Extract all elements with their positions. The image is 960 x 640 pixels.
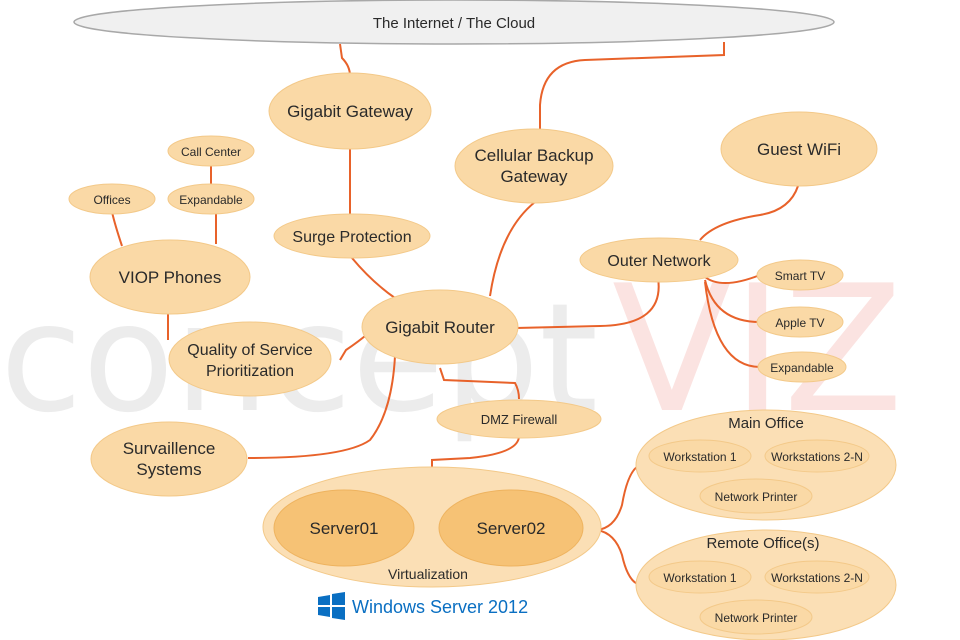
surveillance-label-2: Systems <box>136 460 201 479</box>
offices-label: Offices <box>93 193 130 207</box>
remote-workstations-n-label: Workstations 2-N <box>771 571 863 585</box>
main-workstation1-label: Workstation 1 <box>663 450 736 464</box>
windows-server-logo: Windows Server 2012 <box>318 592 528 620</box>
connectors <box>111 42 799 586</box>
gigabit-gateway-label: Gigabit Gateway <box>287 102 413 121</box>
connector-virtualization-main <box>596 464 641 531</box>
guest-wifi-node <box>720 111 878 187</box>
expandable-voip-label: Expandable <box>179 193 243 207</box>
connector-cloud-cellular <box>539 42 725 132</box>
smart-tv-node <box>756 259 844 291</box>
qos-label-1: Quality of Service <box>187 342 312 359</box>
server01-label: Server01 <box>310 519 379 538</box>
apple-tv-label: Apple TV <box>775 316 824 330</box>
connector-outer-appletv <box>704 279 761 323</box>
server02-node <box>438 489 584 567</box>
server02-label: Server02 <box>477 519 546 538</box>
main-workstation1-node <box>648 439 752 473</box>
connector-outer-router <box>515 277 660 329</box>
main-printer-node <box>699 478 813 514</box>
connector-router-surveillance <box>247 355 396 459</box>
guest-wifi-label: Guest WiFi <box>757 140 841 159</box>
surge-protection-label: Surge Protection <box>292 229 411 246</box>
offices-node <box>68 183 156 215</box>
main-workstations-n-node <box>764 439 870 473</box>
cellular-backup-label-1: Cellular Backup <box>474 146 593 165</box>
remote-workstation1-label: Workstation 1 <box>663 571 736 585</box>
connector-cloud-gateway <box>339 43 351 77</box>
main-workstations-n-label: Workstations 2-N <box>771 450 863 464</box>
expandable-outer-label: Expandable <box>770 361 834 375</box>
connector-cellular-router <box>489 201 536 297</box>
qos-label-2: Prioritization <box>206 363 294 380</box>
apple-tv-node <box>756 306 844 338</box>
remote-office-title: Remote Office(s) <box>706 535 819 552</box>
windows-server-text: Windows Server 2012 <box>352 597 528 617</box>
connector-offices-voip <box>111 211 123 247</box>
gigabit-router-label: Gigabit Router <box>385 318 495 337</box>
surveillance-label-1: Survaillence <box>123 439 216 458</box>
surge-protection-node <box>273 213 431 259</box>
connector-surge-router <box>351 257 396 299</box>
call-center-node <box>167 135 255 167</box>
cellular-backup-label-2: Gateway <box>500 167 568 186</box>
main-printer-label: Network Printer <box>715 490 798 504</box>
gigabit-router-node <box>361 289 519 365</box>
connector-outer-expandable <box>704 281 761 368</box>
outer-network-label: Outer Network <box>607 253 711 270</box>
windows-logo-icon <box>318 592 345 620</box>
cloud-shape <box>73 0 835 45</box>
viop-phones-label: VIOP Phones <box>119 268 222 287</box>
main-office-title: Main Office <box>728 415 804 432</box>
connector-guestwifi-outer <box>699 185 799 241</box>
connector-virtualization-remote <box>596 529 641 586</box>
qos-node <box>168 321 332 397</box>
remote-workstation1-node <box>648 560 752 594</box>
cloud-label: The Internet / The Cloud <box>373 15 535 32</box>
connector-outer-smarttv <box>704 274 761 284</box>
cellular-backup-node <box>454 128 614 204</box>
viop-phones-node <box>89 239 251 315</box>
connector-dmz-virtualization <box>431 435 520 468</box>
dmz-firewall-label: DMZ Firewall <box>481 412 558 427</box>
expandable-outer-node <box>757 351 847 383</box>
gigabit-gateway-node <box>268 72 432 150</box>
remote-printer-label: Network Printer <box>715 611 798 625</box>
expandable-voip-node <box>167 183 255 215</box>
server01-node <box>273 489 415 567</box>
remote-workstations-n-node <box>764 560 870 594</box>
node-labels: Gigabit Gateway Cellular Backup Gateway … <box>93 102 862 625</box>
smart-tv-label: Smart TV <box>775 269 825 283</box>
call-center-label: Call Center <box>181 145 241 159</box>
outer-network-node <box>579 237 739 283</box>
connector-router-dmz <box>439 367 520 400</box>
dmz-firewall-node <box>436 399 602 439</box>
surveillance-node <box>90 421 248 497</box>
virtualization-label: Virtualization <box>388 566 468 582</box>
remote-printer-node <box>699 599 813 635</box>
remote-office-group <box>635 529 897 640</box>
